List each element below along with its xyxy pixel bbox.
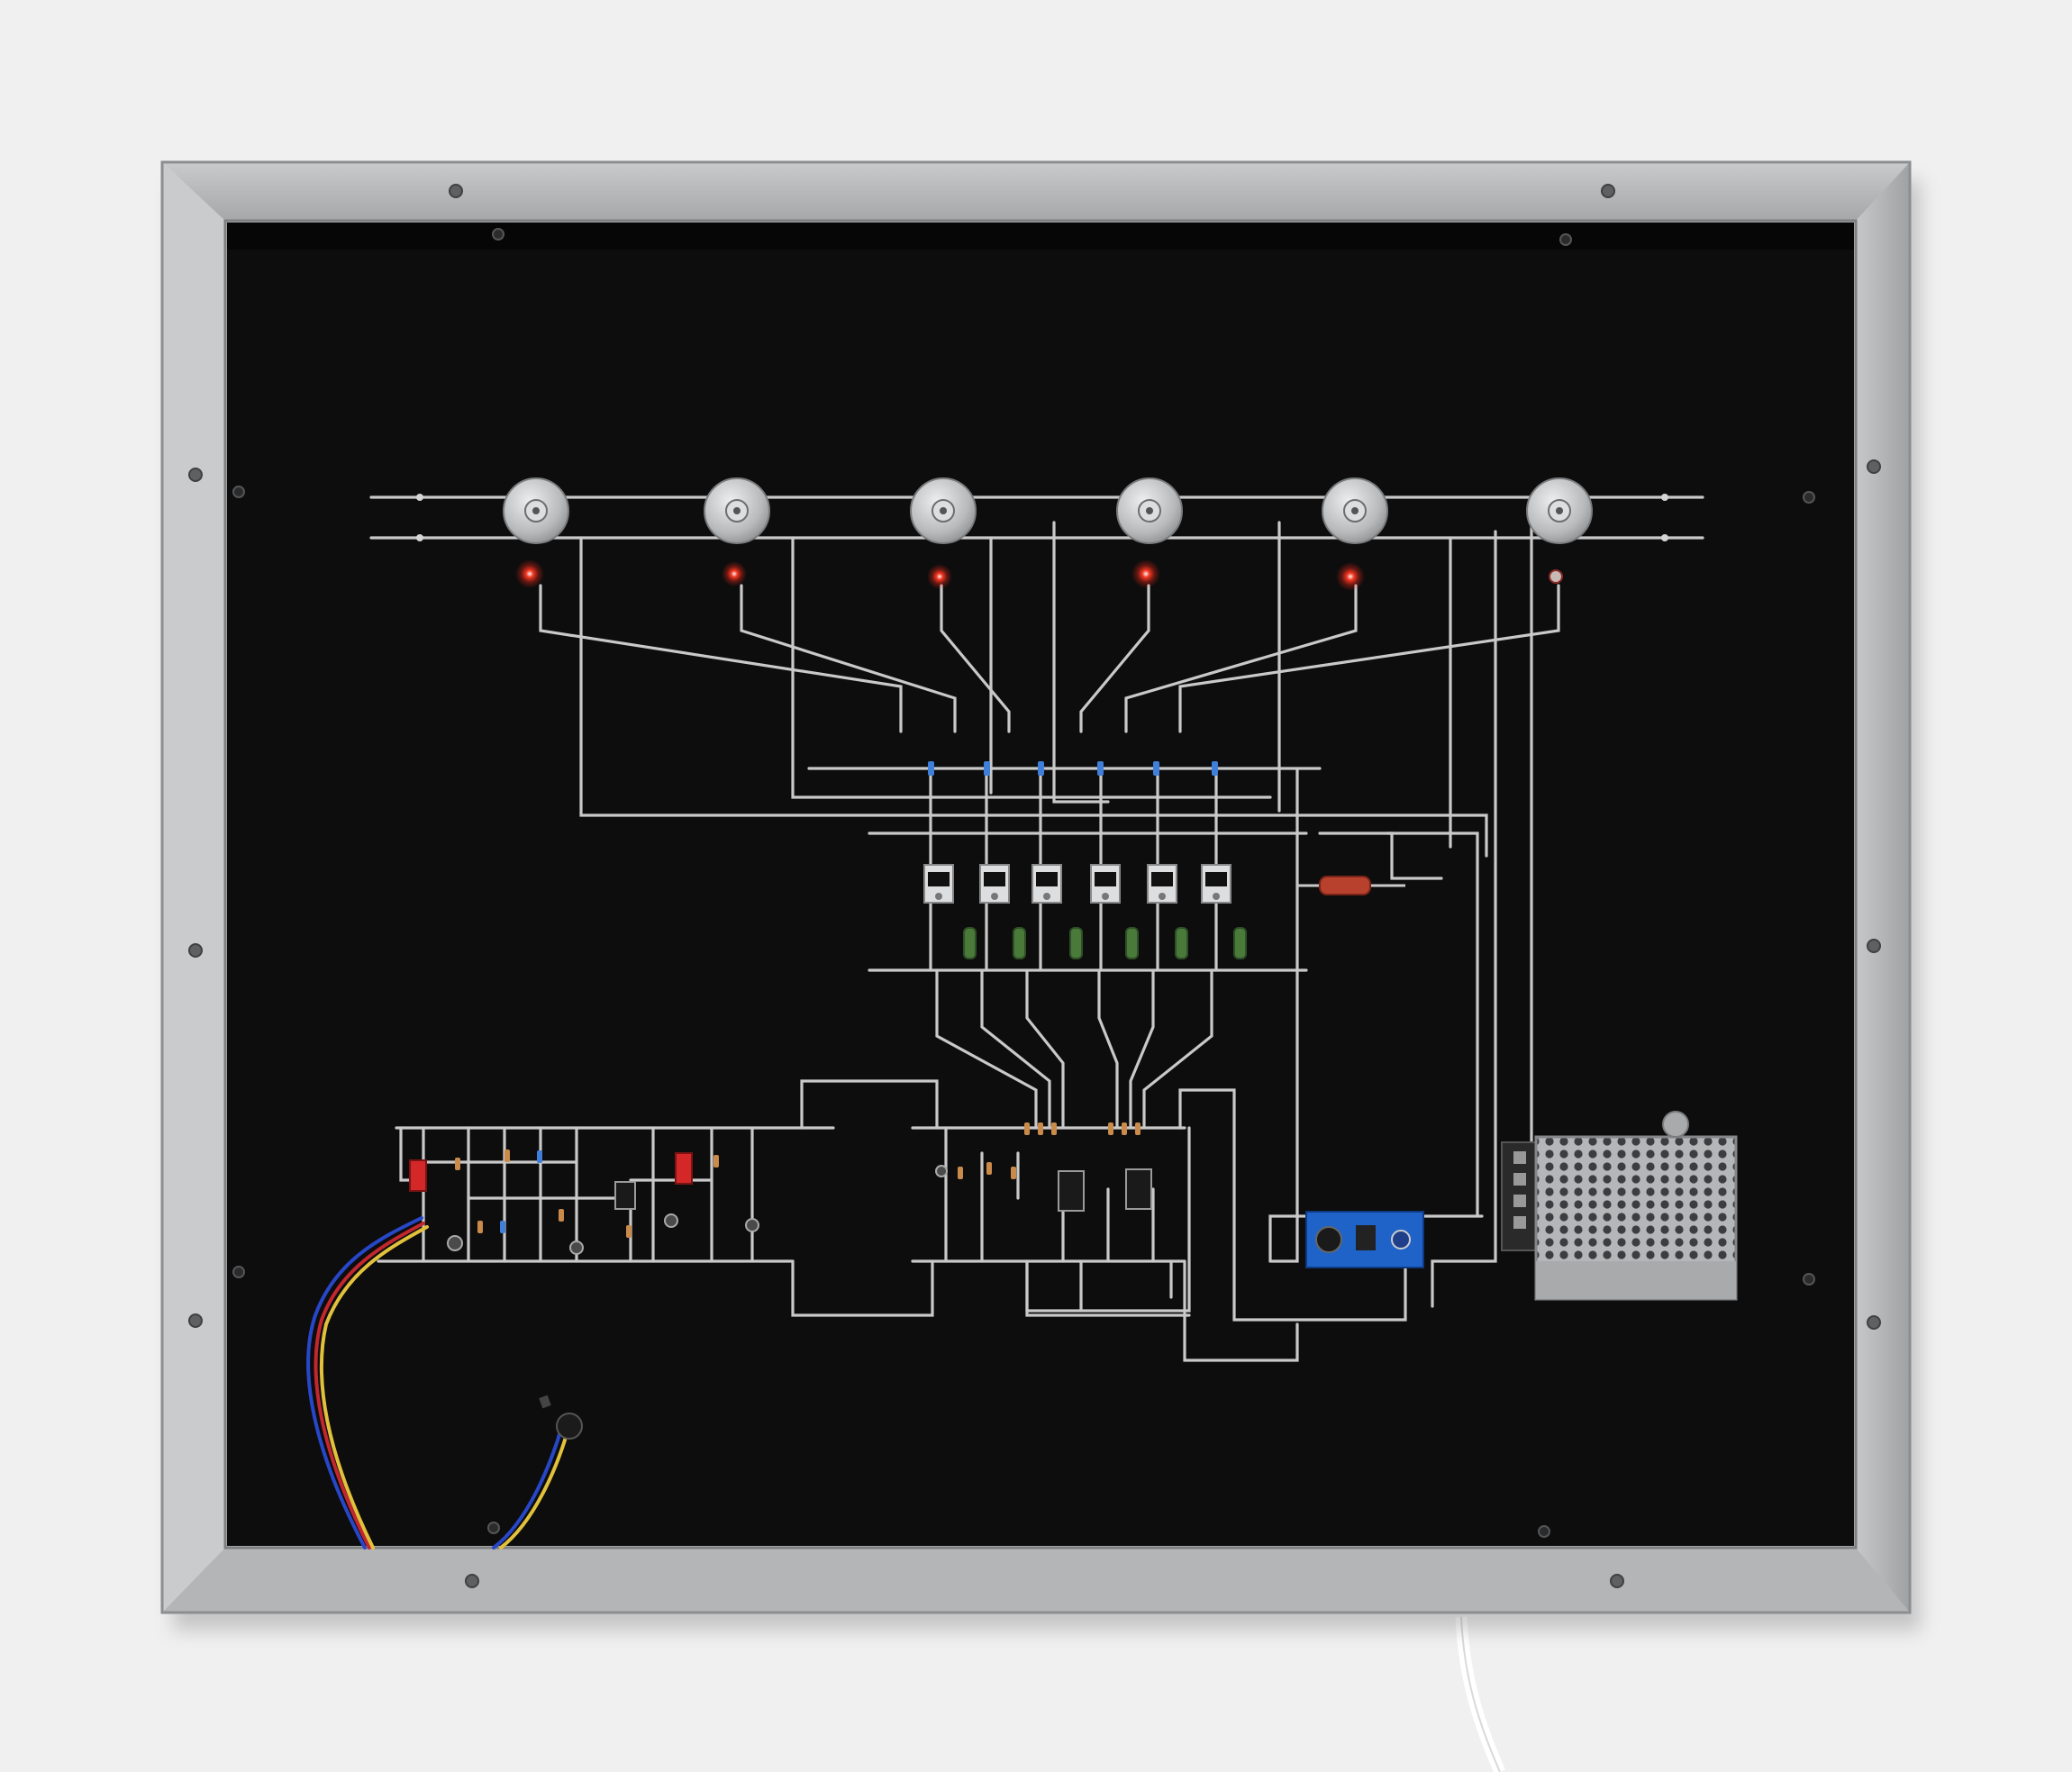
transistor-row xyxy=(923,864,1231,904)
motor-2 xyxy=(704,477,770,544)
power-resistor xyxy=(1297,876,1405,895)
motor-4 xyxy=(1116,477,1183,544)
led-3 xyxy=(927,564,952,589)
left-components xyxy=(409,1150,992,1255)
rail-clips xyxy=(416,494,1668,541)
motor-3 xyxy=(910,477,977,544)
motor-5 xyxy=(1322,477,1388,544)
microphone xyxy=(556,1413,583,1440)
frame-screws xyxy=(188,184,1881,1588)
ic-1 xyxy=(1058,1170,1085,1212)
transistor-5 xyxy=(1147,864,1177,904)
led-2 xyxy=(722,561,747,586)
transistor-3 xyxy=(1031,864,1062,904)
ic-3 xyxy=(614,1181,636,1210)
led-4 xyxy=(1131,559,1160,588)
coil-row xyxy=(963,927,1247,959)
wiring xyxy=(369,495,1704,1362)
led-1 xyxy=(515,559,544,588)
transistor-2 xyxy=(979,864,1010,904)
regulator-board xyxy=(1305,1211,1424,1268)
rail-resistors xyxy=(928,761,1218,776)
ic-2 xyxy=(1125,1168,1152,1210)
panel-screws xyxy=(232,228,1815,1538)
motor-row xyxy=(503,477,1593,591)
transistor-1 xyxy=(923,864,954,904)
power-supply xyxy=(1501,1111,1738,1301)
led-5 xyxy=(1336,562,1365,591)
transistor-6 xyxy=(1201,864,1231,904)
ic-chips xyxy=(614,1168,1152,1212)
aluminium-frame xyxy=(160,160,1912,1614)
motor-1 xyxy=(503,477,569,544)
led-6 xyxy=(1549,569,1563,584)
mid-resistors xyxy=(958,1122,1141,1179)
motor-6 xyxy=(1526,477,1593,544)
transistor-4 xyxy=(1090,864,1121,904)
